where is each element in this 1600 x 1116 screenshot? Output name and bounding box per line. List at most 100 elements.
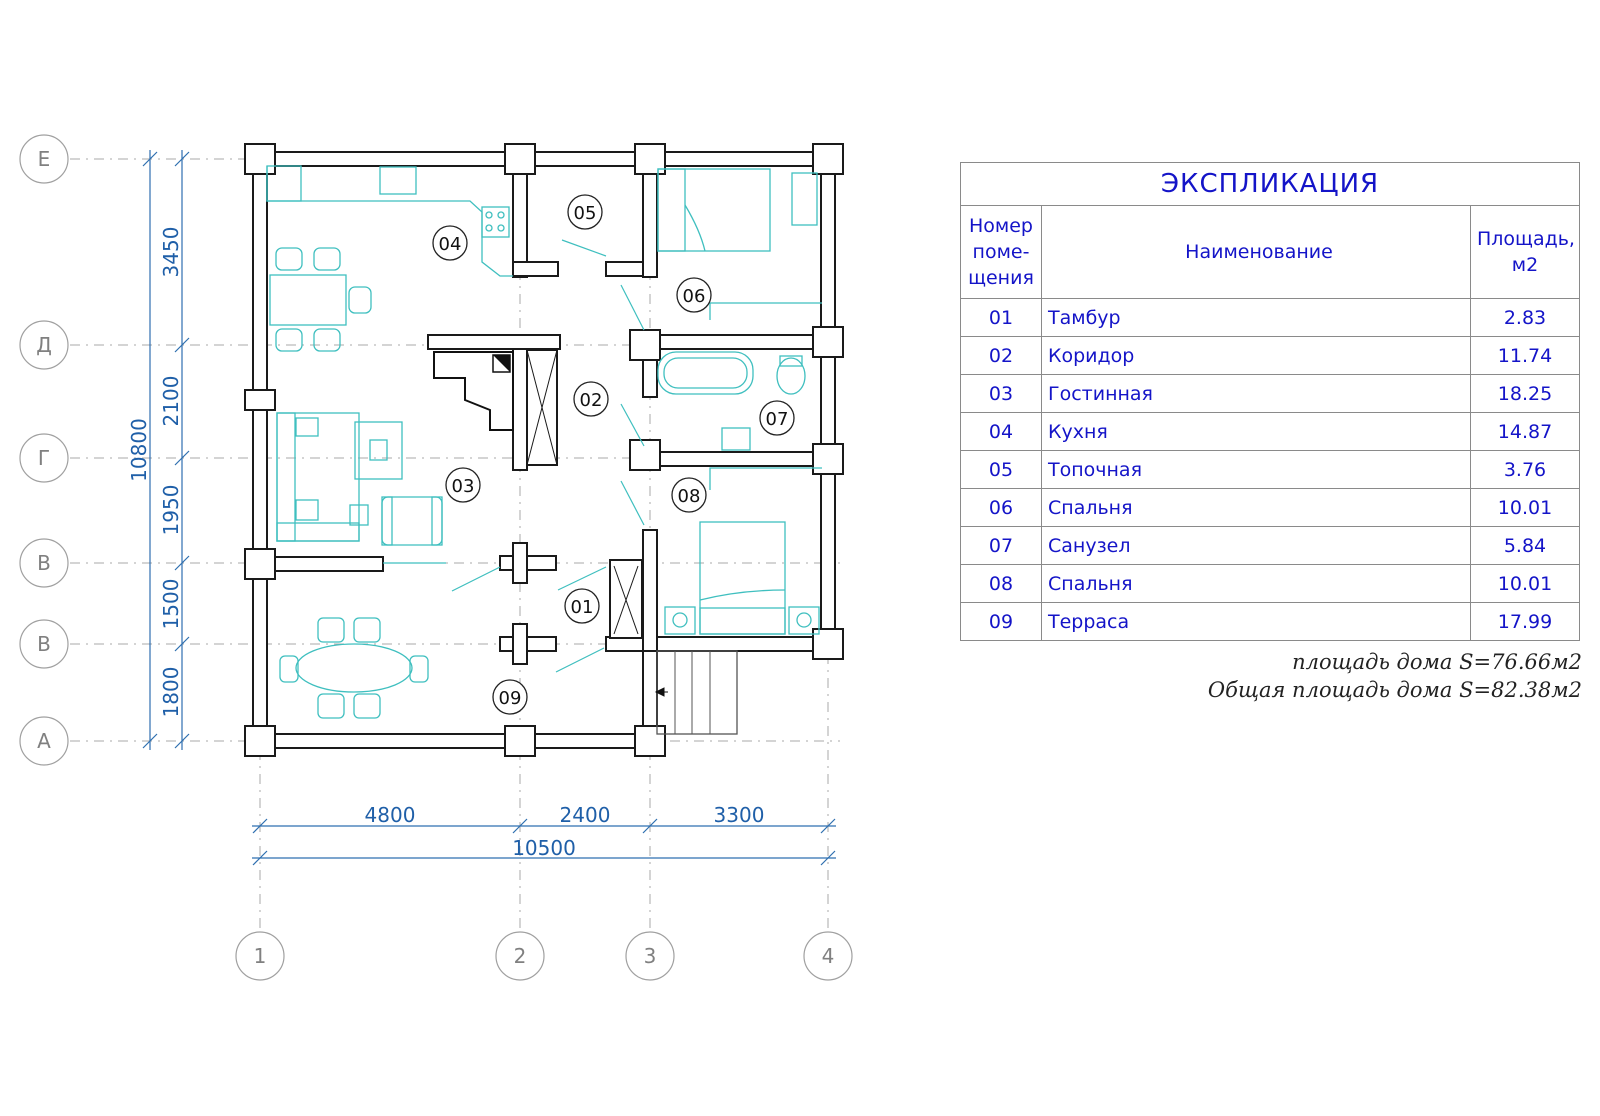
row-area: 14.87	[1470, 412, 1580, 451]
svg-text:В: В	[37, 632, 51, 656]
axis-row-v2: В	[19, 619, 69, 669]
axis-row-g: Г	[19, 433, 69, 483]
svg-text:06: 06	[683, 286, 706, 307]
row-number: 06	[960, 488, 1042, 527]
header-area: Площадь, м2	[1470, 205, 1580, 299]
row-number: 08	[960, 564, 1042, 603]
table-row: 04 Кухня 14.87	[960, 412, 1580, 451]
row-area: 2.83	[1470, 298, 1580, 337]
row-area: 5.84	[1470, 526, 1580, 565]
row-name: Спальня	[1041, 488, 1471, 527]
total-area-note: Общая площадь дома S=82.38м2	[1207, 678, 1582, 702]
table-row: 08 Спальня 10.01	[960, 564, 1580, 603]
header-name: Наименование	[1041, 205, 1471, 299]
row-area: 17.99	[1470, 602, 1580, 641]
room-label-01: 01	[564, 588, 600, 624]
table-row: 01 Тамбур 2.83	[960, 298, 1580, 337]
svg-text:1500: 1500	[159, 579, 183, 630]
svg-text:09: 09	[499, 688, 522, 709]
svg-text:1: 1	[254, 944, 267, 968]
explication-table: ЭКСПЛИКАЦИЯ Номер поме- щения Наименован…	[960, 162, 1580, 641]
row-number: 03	[960, 374, 1042, 413]
row-axis-markers: Е Д Г В В А	[19, 134, 69, 766]
svg-text:Е: Е	[38, 147, 51, 171]
room-label-08: 08	[671, 477, 707, 513]
axis-row-v1: В	[19, 538, 69, 588]
svg-text:04: 04	[439, 234, 462, 255]
axis-row-d: Д	[19, 320, 69, 370]
table-row: 02 Коридор 11.74	[960, 336, 1580, 375]
svg-text:07: 07	[766, 409, 789, 430]
axis-col-3: 3	[625, 931, 675, 981]
room-label-03: 03	[445, 467, 481, 503]
row-number: 09	[960, 602, 1042, 641]
row-name: Гостинная	[1041, 374, 1471, 413]
svg-text:А: А	[37, 729, 51, 753]
table-row: 07 Санузел 5.84	[960, 526, 1580, 565]
svg-text:Г: Г	[38, 446, 50, 470]
explication-header-row: Номер поме- щения Наименование Площадь, …	[960, 205, 1580, 299]
row-name: Топочная	[1041, 450, 1471, 489]
svg-text:1950: 1950	[159, 485, 183, 536]
room-label-05: 05	[567, 194, 603, 230]
walls	[244, 143, 844, 757]
svg-text:01: 01	[571, 597, 594, 618]
table-row: 09 Терраса 17.99	[960, 602, 1580, 641]
row-name: Кухня	[1041, 412, 1471, 451]
room-labels: 01 02 03 04 05 06 07 08 09	[432, 194, 795, 715]
svg-text:2100: 2100	[159, 376, 183, 427]
svg-text:3300: 3300	[714, 803, 765, 827]
room-label-04: 04	[432, 225, 468, 261]
svg-text:1800: 1800	[159, 667, 183, 718]
svg-text:2: 2	[514, 944, 527, 968]
row-number: 05	[960, 450, 1042, 489]
room-label-02: 02	[573, 381, 609, 417]
room-label-06: 06	[676, 277, 712, 313]
svg-text:08: 08	[678, 486, 701, 507]
axis-row-e: Е	[19, 134, 69, 184]
svg-text:В: В	[37, 551, 51, 575]
row-name: Коридор	[1041, 336, 1471, 375]
table-row: 03 Гостинная 18.25	[960, 374, 1580, 413]
svg-text:10500: 10500	[512, 836, 576, 860]
row-name: Санузел	[1041, 526, 1471, 565]
house-area-note: площадь дома S=76.66м2	[1292, 650, 1582, 674]
table-row: 05 Топочная 3.76	[960, 450, 1580, 489]
svg-text:3450: 3450	[159, 227, 183, 278]
floor-plan: Е Д Г В В А 1 2 3 4 3450 2100 1950 1500 …	[19, 134, 853, 981]
row-area: 18.25	[1470, 374, 1580, 413]
row-name: Терраса	[1041, 602, 1471, 641]
explication-title: ЭКСПЛИКАЦИЯ	[960, 162, 1580, 206]
svg-text:05: 05	[574, 203, 597, 224]
svg-text:2400: 2400	[560, 803, 611, 827]
horizontal-dimensions: 4800 2400 3300 10500	[252, 803, 836, 866]
axis-row-a: А	[19, 716, 69, 766]
vertical-dimensions: 3450 2100 1950 1500 1800 10800	[127, 150, 190, 750]
svg-text:10800: 10800	[127, 418, 151, 482]
row-area: 10.01	[1470, 564, 1580, 603]
svg-text:02: 02	[580, 390, 603, 411]
axis-col-2: 2	[495, 931, 545, 981]
row-number: 02	[960, 336, 1042, 375]
column-axis-markers: 1 2 3 4	[235, 931, 853, 981]
table-row: 06 Спальня 10.01	[960, 488, 1580, 527]
room-label-07: 07	[759, 400, 795, 436]
row-number: 07	[960, 526, 1042, 565]
door-swings	[451, 239, 645, 673]
svg-text:03: 03	[452, 476, 475, 497]
axis-col-1: 1	[235, 931, 285, 981]
header-number: Номер поме- щения	[960, 205, 1042, 299]
row-number: 04	[960, 412, 1042, 451]
row-area: 11.74	[1470, 336, 1580, 375]
svg-text:3: 3	[644, 944, 657, 968]
row-area: 10.01	[1470, 488, 1580, 527]
row-name: Тамбур	[1041, 298, 1471, 337]
furniture	[266, 165, 822, 735]
svg-text:4: 4	[822, 944, 835, 968]
svg-text:Д: Д	[36, 333, 52, 357]
row-number: 01	[960, 298, 1042, 337]
svg-text:4800: 4800	[365, 803, 416, 827]
room-label-09: 09	[492, 679, 528, 715]
axis-col-4: 4	[803, 931, 853, 981]
row-name: Спальня	[1041, 564, 1471, 603]
